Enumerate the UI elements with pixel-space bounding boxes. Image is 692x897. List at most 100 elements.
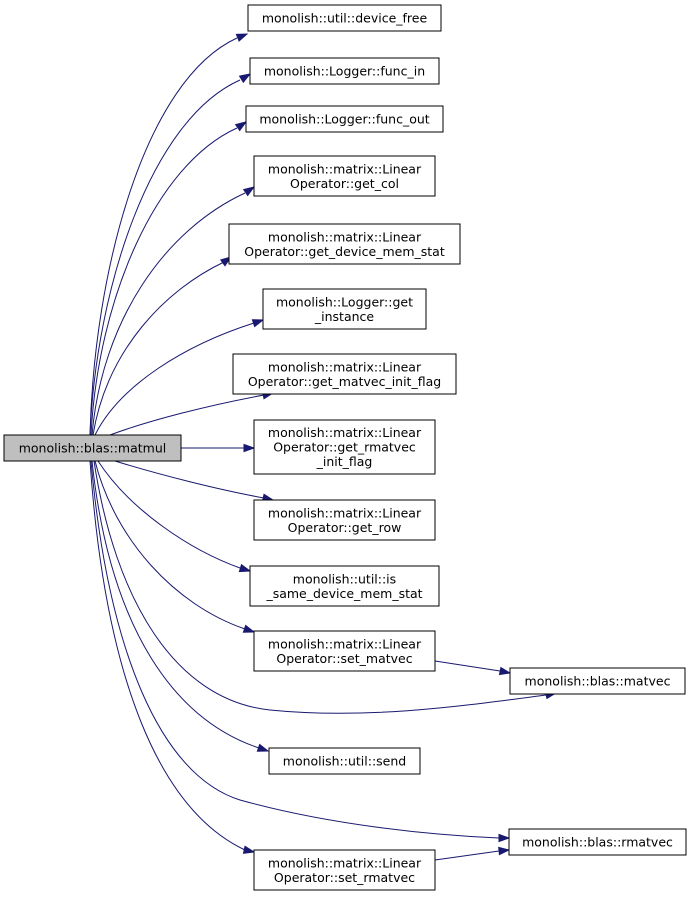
node-linear-operator-get-rmatvec-init-flag-label-line: Operator::get_rmatvec [273, 440, 416, 455]
node-linear-operator-set-matvec-box [253, 630, 436, 672]
node-linear-operator-get-row[interactable]: monolish::matrix::LinearOperator::get_ro… [253, 499, 436, 541]
node-linear-operator-get-matvec-init-flag-box [232, 353, 457, 395]
edge-set-matvec-blas-matvec-arrowhead [498, 666, 512, 676]
edge-matmul-get-rmatvec-init-flag-arrowhead [243, 443, 256, 453]
edge-matmul-device-free [89, 33, 249, 436]
edge-matmul-blas-rmatvec-line [90, 460, 500, 839]
node-linear-operator-set-rmatvec-label-line: Operator::set_rmatvec [274, 870, 415, 885]
edge-matmul-set-rmatvec-arrowhead [242, 845, 256, 854]
edge-matmul-is-same-device-mem-stat-arrowhead [238, 563, 252, 573]
edge-matmul-get-row-line [114, 460, 265, 499]
node-linear-operator-get-row-label-line: Operator::get_row [288, 520, 402, 535]
edge-matmul-func-in-line [89, 79, 241, 436]
root-node-matmul[interactable]: monolish::blas::matmul [3, 434, 182, 462]
node-linear-operator-set-rmatvec[interactable]: monolish::matrix::LinearOperator::set_rm… [253, 849, 436, 891]
node-util-send[interactable]: monolish::util::send [268, 747, 421, 775]
edge-matmul-device-free-line [89, 37, 238, 436]
node-util-send-box [268, 747, 421, 775]
node-linear-operator-get-device-mem-stat[interactable]: monolish::matrix::LinearOperator::get_de… [228, 223, 461, 265]
edge-matmul-blas-rmatvec [90, 460, 511, 843]
node-linear-operator-get-row-box [253, 499, 436, 541]
node-linear-operator-set-matvec-label-line: monolish::matrix::Linear [268, 636, 422, 651]
edge-matmul-get-instance-line [94, 322, 255, 436]
node-blas-rmatvec[interactable]: monolish::blas::rmatvec [508, 828, 687, 856]
edge-matmul-util-send [91, 460, 270, 752]
edge-matmul-func-out-arrowhead [234, 121, 248, 132]
node-util-is-same-device-mem-stat[interactable]: monolish::util::is_same_device_mem_stat [249, 565, 440, 607]
node-linear-operator-get-rmatvec-init-flag-box [253, 419, 436, 475]
edge-matmul-get-matvec-init-flag [109, 391, 275, 436]
node-linear-operator-get-rmatvec-init-flag-label-line: _init_flag [316, 454, 373, 469]
node-logger-func-in-box [249, 57, 440, 85]
node-linear-operator-set-rmatvec-label-line: monolish::matrix::Linear [268, 855, 422, 870]
node-linear-operator-get-col[interactable]: monolish::matrix::LinearOperator::get_co… [253, 155, 436, 197]
edge-matmul-set-rmatvec-line [89, 460, 246, 851]
node-util-device-free-box [247, 4, 442, 32]
edge-matmul-device-free-arrowhead [235, 33, 249, 42]
node-logger-func-in[interactable]: monolish::Logger::func_in [249, 57, 440, 85]
edge-matmul-get-matvec-init-flag-line [109, 394, 265, 436]
edge-matmul-util-send-line [91, 460, 260, 749]
edge-matmul-get-rmatvec-init-flag [181, 443, 256, 453]
node-linear-operator-set-matvec-label-line: Operator::set_matvec [276, 651, 412, 666]
node-blas-rmatvec-label-line: monolish::blas::rmatvec [522, 835, 673, 850]
edge-matmul-util-send-arrowhead [256, 743, 270, 752]
node-logger-get-instance[interactable]: monolish::Logger::get_instance [262, 288, 427, 330]
node-logger-get-instance-label-line: _instance [314, 309, 375, 324]
edge-matmul-set-matvec [94, 460, 256, 633]
node-util-send-label-line: monolish::util::send [283, 754, 406, 769]
node-linear-operator-get-row-label-line: monolish::matrix::Linear [268, 505, 422, 520]
edge-matmul-is-same-device-mem-stat [97, 460, 252, 573]
root-node-matmul-label-line: monolish::blas::matmul [19, 441, 167, 456]
node-linear-operator-get-col-box [253, 155, 436, 197]
edge-set-rmatvec-blas-rmatvec-arrowhead [498, 846, 511, 856]
edge-matmul-func-in [89, 73, 252, 436]
edge-matmul-blas-matvec-line [93, 460, 547, 714]
edge-matmul-func-in-arrowhead [238, 73, 252, 84]
node-linear-operator-set-rmatvec-box [253, 849, 436, 891]
edge-matmul-get-col-line [91, 192, 246, 436]
edge-matmul-func-out-line [90, 127, 238, 436]
edge-matmul-get-device-mem-stat-arrowhead [219, 256, 233, 267]
edge-set-rmatvec-blas-rmatvec-line [434, 850, 500, 861]
edge-matmul-get-instance [94, 319, 265, 436]
edge-matmul-get-row [114, 460, 275, 502]
node-linear-operator-get-col-label-line: monolish::matrix::Linear [268, 161, 422, 176]
node-linear-operator-get-rmatvec-init-flag-label-line: monolish::matrix::Linear [268, 425, 422, 440]
edge-set-rmatvec-blas-rmatvec [434, 846, 511, 861]
node-util-is-same-device-mem-stat-box [249, 565, 440, 607]
node-logger-func-in-label-line: monolish::Logger::func_in [264, 64, 425, 79]
edge-matmul-func-out [90, 121, 248, 436]
node-linear-operator-get-device-mem-stat-label-line: monolish::matrix::Linear [268, 229, 422, 244]
node-blas-rmatvec-box [508, 828, 687, 856]
root-node-matmul-box [3, 434, 182, 462]
node-logger-get-instance-label-line: monolish::Logger::get [276, 294, 413, 309]
node-linear-operator-set-matvec[interactable]: monolish::matrix::LinearOperator::set_ma… [253, 630, 436, 672]
edge-matmul-get-device-mem-stat [92, 256, 233, 436]
node-linear-operator-get-matvec-init-flag[interactable]: monolish::matrix::LinearOperator::get_ma… [232, 353, 457, 395]
edge-set-matvec-blas-matvec [434, 660, 512, 676]
edge-set-matvec-blas-matvec-line [434, 660, 501, 672]
edge-matmul-get-instance-arrowhead [251, 319, 265, 328]
edge-matmul-get-col [91, 186, 256, 436]
node-blas-matvec[interactable]: monolish::blas::matvec [509, 667, 686, 695]
edge-matmul-set-matvec-arrowhead [242, 624, 256, 633]
node-util-is-same-device-mem-stat-label-line: _same_device_mem_stat [265, 586, 422, 601]
node-logger-func-out[interactable]: monolish::Logger::func_out [245, 105, 444, 133]
node-linear-operator-get-matvec-init-flag-label-line: Operator::get_matvec_init_flag [248, 374, 441, 389]
edge-matmul-set-matvec-line [94, 460, 246, 630]
node-linear-operator-get-device-mem-stat-box [228, 223, 461, 265]
node-util-is-same-device-mem-stat-label-line: monolish::util::is [293, 571, 396, 586]
edge-matmul-is-same-device-mem-stat-line [97, 460, 241, 569]
node-linear-operator-get-rmatvec-init-flag[interactable]: monolish::matrix::LinearOperator::get_rm… [253, 419, 436, 475]
nodes-layer: monolish::blas::matmul monolish::util::de… [3, 4, 687, 891]
node-util-device-free[interactable]: monolish::util::device_free [247, 4, 442, 32]
node-logger-func-out-box [245, 105, 444, 133]
edge-matmul-get-col-arrowhead [242, 186, 256, 197]
node-blas-matvec-box [509, 667, 686, 695]
node-logger-get-instance-box [262, 288, 427, 330]
edge-matmul-get-device-mem-stat-line [92, 261, 225, 436]
node-util-device-free-label-line: monolish::util::device_free [262, 11, 428, 26]
node-linear-operator-get-matvec-init-flag-label-line: monolish::matrix::Linear [268, 359, 422, 374]
